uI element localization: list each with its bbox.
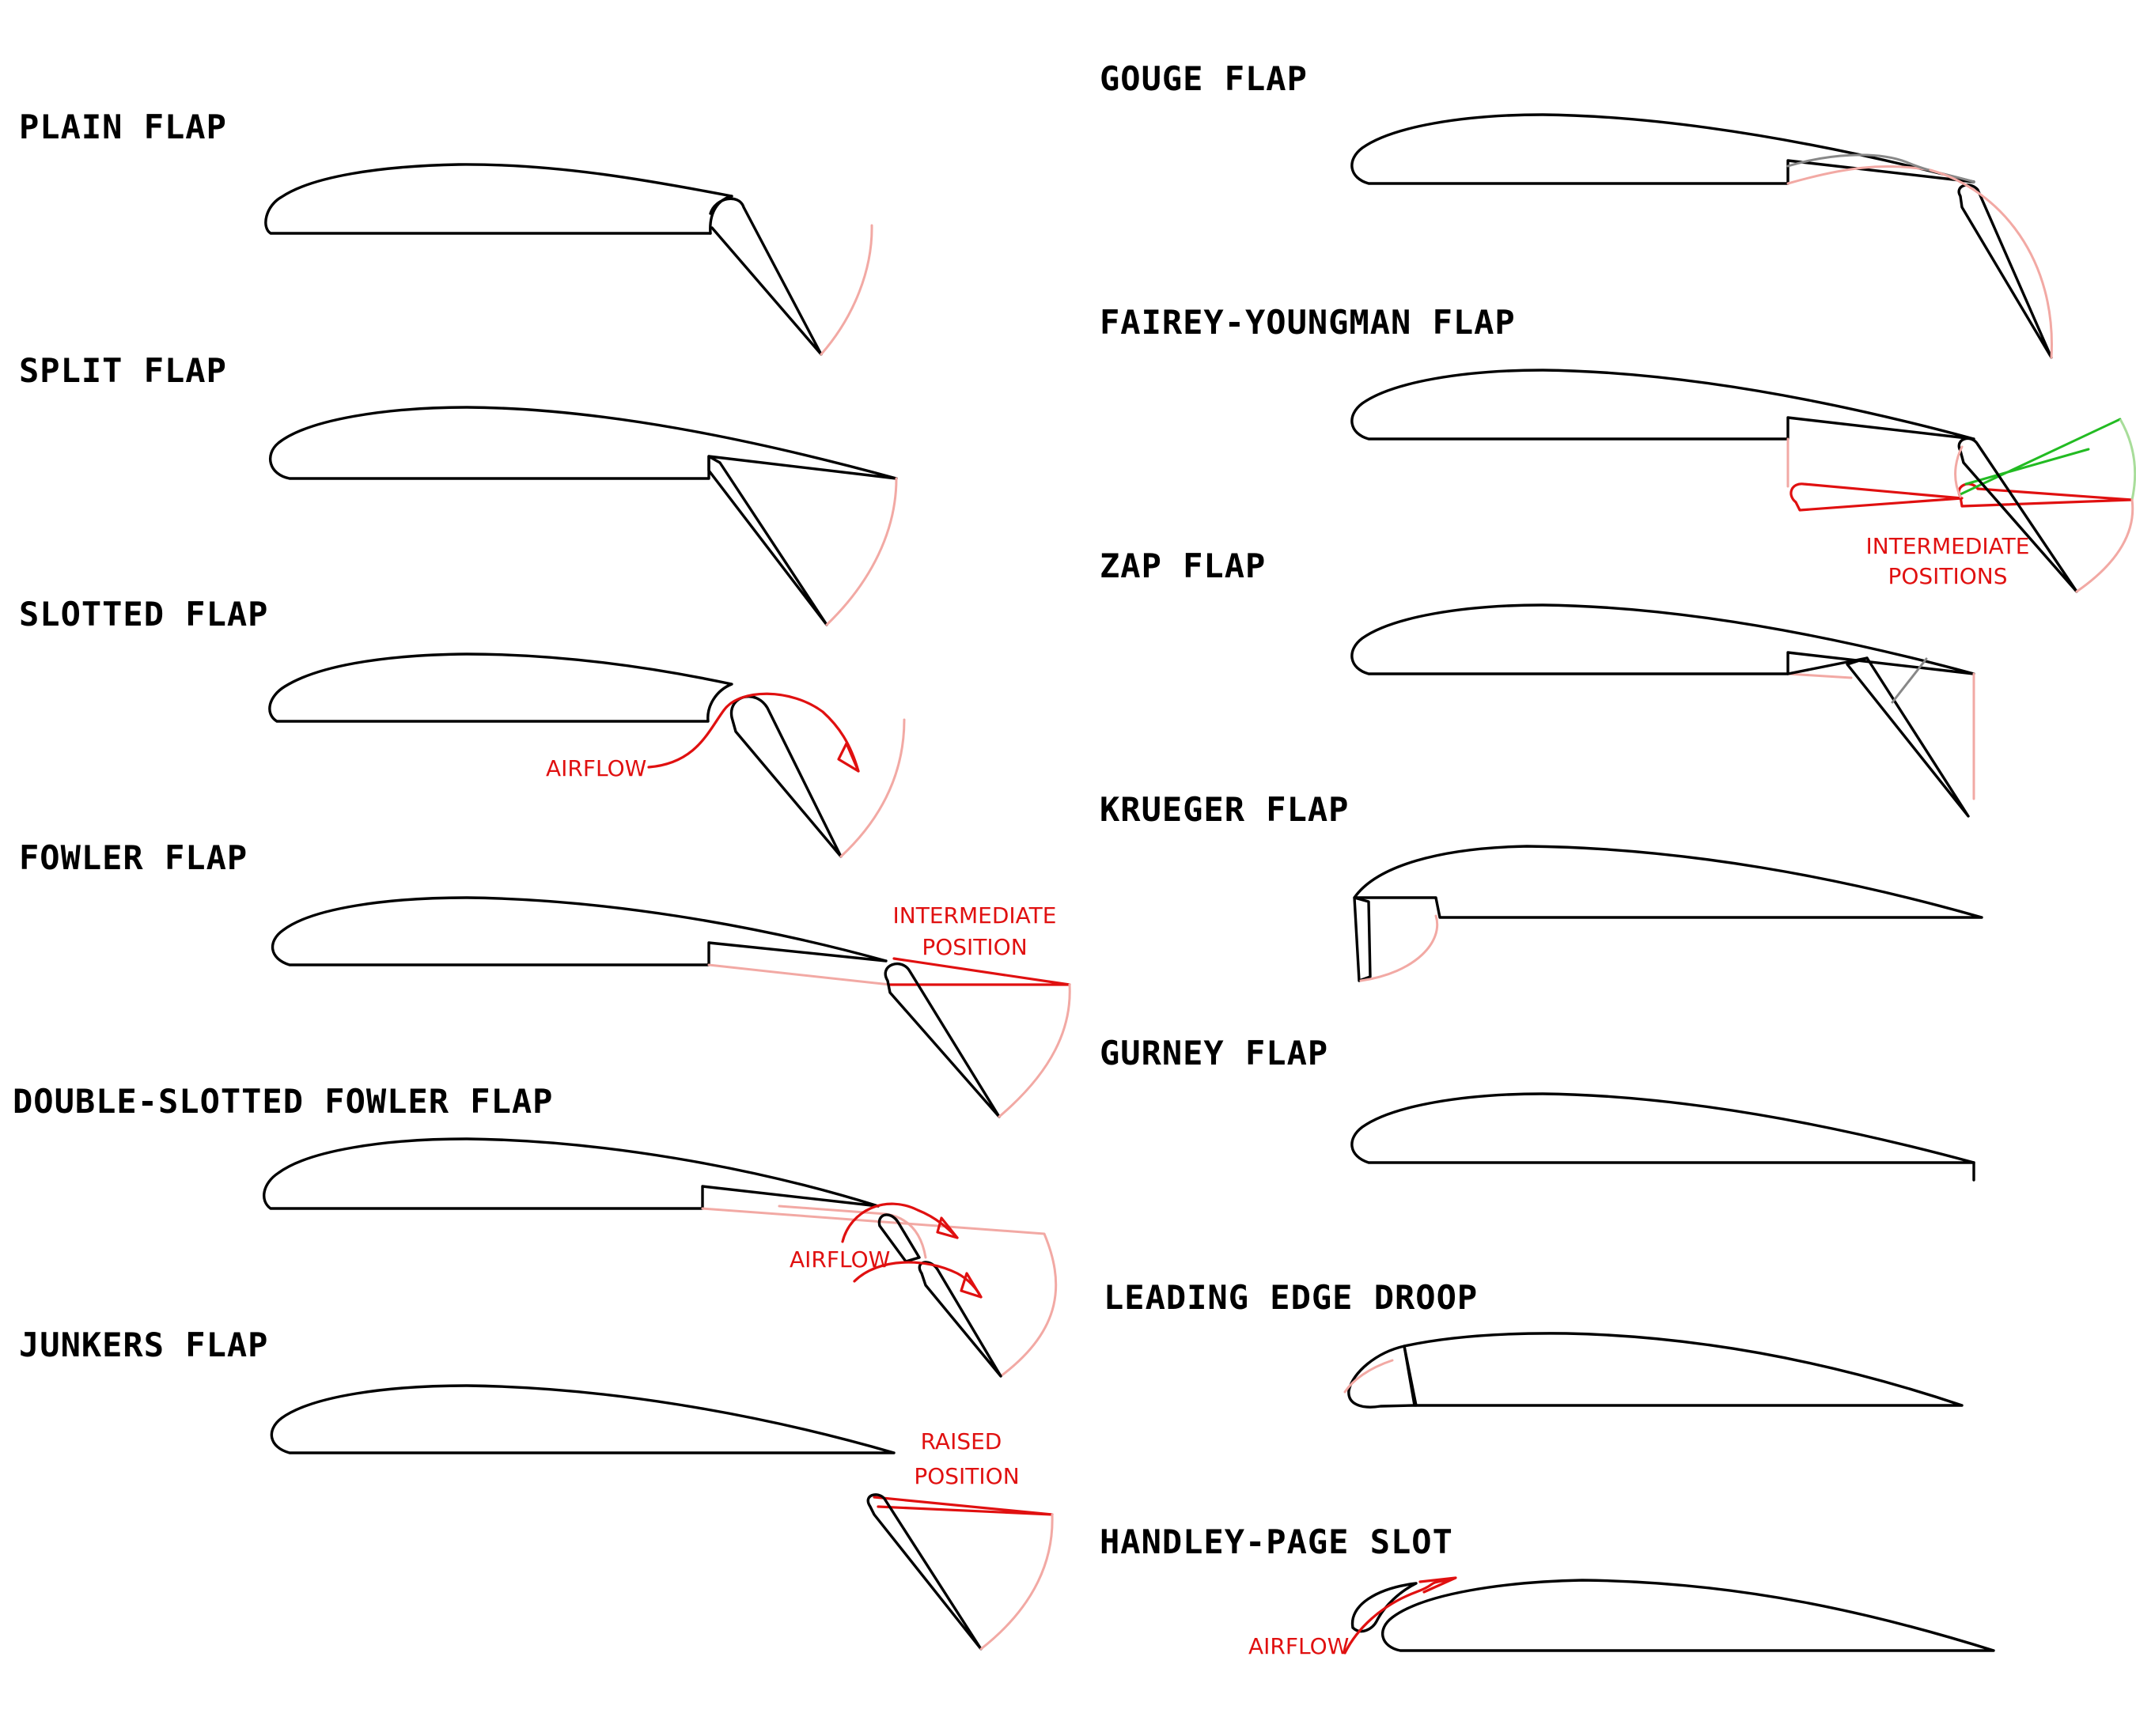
split-flap-airfoil xyxy=(269,406,898,480)
plain-flap-deflection-arc xyxy=(820,224,873,356)
double-slotted-fowler-flap-title: DOUBLE-SLOTTED FOWLER FLAP xyxy=(13,1082,553,1121)
gouge-flap-airfoil xyxy=(1350,113,1975,185)
fairey-youngman-flap-label-2: POSITIONS xyxy=(1888,563,2007,589)
fairey-youngman-flap-alternate-arc xyxy=(2119,418,2136,501)
junkers-flap-deflected-flap xyxy=(866,1493,983,1651)
fowler-flap-intermediate-label-2: POSITION xyxy=(922,934,1027,960)
fairey-youngman-flap-alternate-position-1 xyxy=(1959,418,2122,496)
plain-flap-deflected-flap xyxy=(709,197,823,356)
handley-page-slot-airflow-label: AIRFLOW xyxy=(1248,1633,1349,1659)
split-flap-title: SPLIT FLAP xyxy=(19,351,227,390)
zap-flap-airfoil xyxy=(1350,603,1975,675)
leading-edge-droop-airfoil xyxy=(1403,1332,1964,1407)
gouge-flap-panel: GOUGE FLAP xyxy=(1100,59,2053,359)
handley-page-slot-arrowhead xyxy=(1418,1576,1457,1594)
gouge-flap-deflected-flap xyxy=(1957,183,2053,359)
leading-edge-droop-retracted-nose xyxy=(1343,1359,1394,1394)
double-slotted-fowler-flap-airfoil xyxy=(263,1137,880,1210)
slotted-flap-title: SLOTTED FLAP xyxy=(19,595,268,634)
double-slotted-fowler-flap-arrowhead-2 xyxy=(960,1272,983,1299)
fairey-youngman-flap-intermediate-position-lowered xyxy=(1789,482,1964,512)
junkers-flap-deflection-arc xyxy=(979,1513,1054,1651)
fairey-youngman-flap-deflected-flap xyxy=(1957,437,2078,593)
handley-page-slot-airflow-arrow xyxy=(1343,1579,1449,1655)
double-slotted-fowler-flap-panel: DOUBLE-SLOTTED FOWLER FLAP AIRFLOW xyxy=(13,1082,1058,1378)
krueger-flap-airfoil xyxy=(1353,845,1983,919)
fowler-flap-panel: FOWLER FLAP INTERMEDIATE POSITION xyxy=(19,838,1071,1118)
double-slotted-fowler-flap-vane xyxy=(877,1213,921,1263)
gurney-flap-panel: GURNEY FLAP xyxy=(1100,1034,1975,1182)
fairey-youngman-flap-alternate-position-2 xyxy=(1964,448,2090,486)
fairey-youngman-flap-airfoil xyxy=(1350,369,1975,441)
zap-flap-linkage xyxy=(1786,656,1869,675)
plain-flap-airfoil xyxy=(264,163,733,235)
fairey-youngman-flap-title: FAIREY-YOUNGMAN FLAP xyxy=(1100,303,1516,342)
handley-page-slot-panel: HANDLEY-PAGE SLOT AIRFLOW xyxy=(1100,1522,1995,1659)
plain-flap-title: PLAIN FLAP xyxy=(19,108,227,146)
junkers-flap-panel: JUNKERS FLAP RAISED POSITION xyxy=(19,1326,1054,1651)
fairey-youngman-flap-deflection-arc xyxy=(1954,445,2134,593)
leading-edge-droop-hinge-line xyxy=(1403,1345,1418,1407)
double-slotted-fowler-flap-airflow-label: AIRFLOW xyxy=(790,1246,890,1273)
double-slotted-fowler-flap-retracted-outline xyxy=(701,1207,1058,1378)
handley-page-slot-title: HANDLEY-PAGE SLOT xyxy=(1100,1522,1453,1561)
fowler-flap-deflection-arc xyxy=(998,983,1071,1118)
slotted-flap-airflow-label: AIRFLOW xyxy=(546,755,646,781)
double-slotted-fowler-flap-airflow-arrow-1 xyxy=(841,1202,959,1243)
fowler-flap-deflected-flap xyxy=(884,962,1001,1118)
leading-edge-droop-title: LEADING EDGE DROOP xyxy=(1104,1278,1478,1317)
handley-page-slot-main-airfoil xyxy=(1381,1579,1995,1652)
zap-flap-panel: ZAP FLAP xyxy=(1100,547,1975,818)
junkers-flap-raised-label-1: RAISED xyxy=(921,1428,1002,1454)
plain-flap-panel: PLAIN FLAP xyxy=(19,108,873,356)
fowler-flap-intermediate-outline xyxy=(707,963,892,986)
handley-page-slot-slat xyxy=(1350,1582,1418,1633)
gouge-flap-deflection-arc xyxy=(1929,168,2053,359)
junkers-flap-raised-position xyxy=(873,1496,1054,1516)
krueger-flap-title: KRUEGER FLAP xyxy=(1100,790,1349,829)
fowler-flap-title: FOWLER FLAP xyxy=(19,838,248,877)
junkers-flap-title: JUNKERS FLAP xyxy=(19,1326,268,1364)
slotted-flap-arrowhead xyxy=(837,742,860,773)
gouge-flap-lower-outline xyxy=(1786,165,1932,185)
zap-flap-support-strut xyxy=(1891,657,1928,704)
gurney-flap-title: GURNEY FLAP xyxy=(1100,1034,1328,1072)
gouge-flap-title: GOUGE FLAP xyxy=(1100,59,1308,98)
double-slotted-fowler-flap-arrowhead-1 xyxy=(936,1216,959,1239)
slotted-flap-airfoil xyxy=(268,652,733,723)
fowler-flap-intermediate-label-1: INTERMEDIATE xyxy=(893,902,1057,929)
fairey-youngman-flap-label-1: INTERMEDIATE xyxy=(1866,533,2030,559)
split-flap-panel: SPLIT FLAP xyxy=(19,351,898,626)
slotted-flap-deflection-arc xyxy=(839,718,906,858)
zap-flap-retracted-outline xyxy=(1786,672,1975,800)
krueger-flap-deployed-panel xyxy=(1353,896,1372,982)
zap-flap-title: ZAP FLAP xyxy=(1100,547,1266,585)
krueger-flap-panel: KRUEGER FLAP xyxy=(1100,790,1983,982)
fowler-flap-airfoil xyxy=(271,896,888,966)
junkers-flap-airfoil xyxy=(270,1384,896,1454)
leading-edge-droop-panel: LEADING EDGE DROOP xyxy=(1104,1278,1964,1409)
slotted-flap-airflow-arrow xyxy=(647,692,860,773)
junkers-flap-raised-label-2: POSITION xyxy=(914,1463,1019,1489)
leading-edge-droop-drooped-nose xyxy=(1347,1345,1416,1409)
slotted-flap-panel: SLOTTED FLAP AIRFLOW xyxy=(19,595,906,858)
fairey-youngman-flap-panel: FAIREY-YOUNGMAN FLAP INTERMEDIATE POSITI… xyxy=(1100,303,2136,593)
plain-flap-hinge-cut xyxy=(709,195,733,235)
krueger-flap-deflection-arc xyxy=(1359,914,1439,982)
gouge-flap-intermediate-position xyxy=(1786,153,1975,183)
split-flap-deflected-flap xyxy=(707,455,828,626)
split-flap-deflection-arc xyxy=(825,477,898,626)
double-slotted-fowler-flap-main-flap xyxy=(918,1261,1002,1378)
gurney-flap-airfoil xyxy=(1350,1092,1975,1164)
slotted-flap-deflected-flap xyxy=(729,694,843,858)
